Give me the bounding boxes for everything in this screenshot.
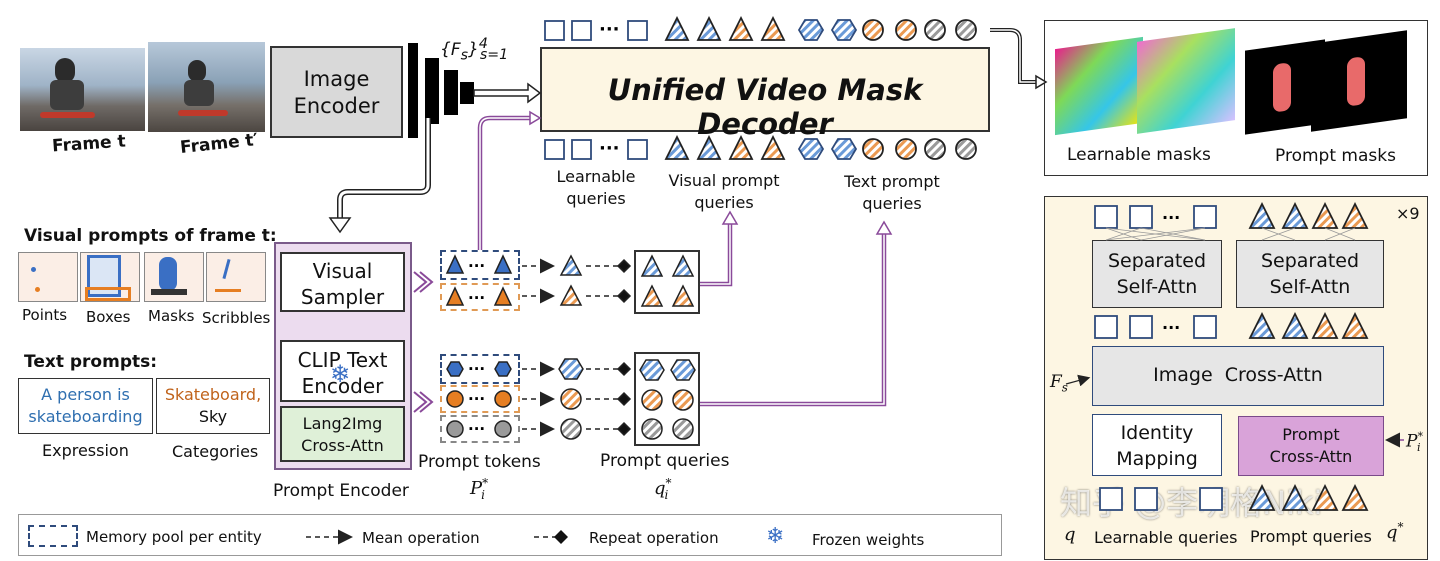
svg-text:···: ···: [599, 19, 620, 40]
memory-pool-orange-visual: [440, 283, 520, 311]
pi-label: P*i: [1406, 430, 1423, 455]
layer-bottom-tokens: [1099, 483, 1369, 511]
text-prompts-heading: Text prompts:: [24, 352, 158, 372]
legend-memory-pool-label: Memory pool per entity: [86, 528, 262, 546]
legend-mean-label: Mean operation: [362, 529, 480, 547]
boxes-label: Boxes: [86, 308, 131, 326]
boxes-thumbnail: [80, 252, 140, 302]
masks-thumbnail: [144, 252, 204, 302]
fs-arrow: [1065, 374, 1091, 387]
feature-bar-3: [444, 70, 458, 115]
expression-label: Expression: [42, 441, 129, 460]
queries-up-arrows: [700, 210, 893, 407]
unified-decoder-block: Unified Video Mask Decoder: [540, 47, 990, 141]
svg-text:···: ···: [468, 390, 485, 408]
svg-text:···: ···: [1162, 208, 1180, 227]
categories-box: Skateboard,Sky: [156, 378, 270, 434]
feature-bar-2: [425, 58, 439, 124]
layer-top-tokens: [1094, 201, 1369, 229]
scribbles-label: Scribbles: [202, 309, 271, 327]
feature-bar-4: [460, 82, 474, 104]
chevron-visual: [413, 271, 434, 293]
svg-text:···: ···: [1162, 318, 1180, 337]
svg-text:···: ···: [468, 289, 485, 307]
layer-learnable-queries-label: Learnable queries: [1094, 528, 1238, 547]
features-label: {Fs}4s=1: [440, 36, 509, 64]
masks-label: Masks: [148, 307, 195, 325]
learnable-masks-label: Learnable masks: [1067, 145, 1211, 165]
image-encoder-line2: Encoder: [293, 94, 380, 118]
points-thumbnail: [18, 252, 78, 302]
visual-prompt-tokens: [445, 254, 513, 306]
decoder-title: Unified Video Mask Decoder: [607, 73, 923, 141]
self-attn-connections: [1105, 227, 1356, 241]
legend-memory-pool-swatch: [28, 525, 78, 547]
chevron-text: [413, 391, 434, 413]
svg-text:···: ···: [599, 138, 620, 159]
memory-pool-orange-text: [440, 385, 520, 413]
frame-t-image: [20, 48, 145, 131]
visual-prompt-queries-box: [634, 250, 700, 314]
repeat-count: ×9: [1396, 204, 1420, 223]
memory-pool-blue-text: [440, 354, 520, 384]
prompt-queries-label: Prompt queries: [600, 451, 730, 471]
legend-box: [18, 514, 1002, 556]
text-prompt-tokens: [446, 361, 512, 438]
categories-label: Categories: [172, 442, 259, 461]
visual-sampler-to-decoder-arrow: [477, 115, 532, 250]
layer-mid-tokens: [1094, 311, 1369, 339]
legend-frozen-label: Frozen weights: [812, 531, 925, 549]
frame-t-prime-image: [148, 42, 265, 132]
legend-repeat-label: Repeat operation: [589, 529, 719, 547]
decoder-to-output-arrow: [990, 28, 1038, 84]
prompt-encoder-label: Prompt Encoder: [273, 481, 409, 501]
layer-prompt-queries-label: Prompt queries: [1250, 527, 1372, 546]
snowflake-icon: ❄: [330, 360, 351, 388]
encoder-to-decoder-arrow: [473, 82, 542, 104]
feature-bar-1: [408, 43, 418, 138]
prompt-tokens-label: Prompt tokens: [418, 452, 541, 472]
svg-text:···: ···: [468, 257, 485, 275]
image-encoder-line1: Image: [303, 67, 370, 91]
scribbles-thumbnail: [206, 252, 266, 302]
repeated-queries: [639, 254, 696, 440]
visual-prompts-heading: Visual prompts of frame t:: [24, 226, 277, 246]
svg-text:···: ···: [468, 420, 485, 438]
points-label: Points: [22, 306, 68, 324]
encoder-to-prompt-encoder-arrow: [328, 118, 431, 234]
fs-label: Fs: [1050, 372, 1068, 395]
image-cross-attn-block: Image Cross-Attn: [1092, 346, 1384, 406]
q-label: q: [1064, 524, 1076, 545]
q-star-label: q*: [1386, 520, 1404, 543]
bottom-query-row: [544, 134, 977, 160]
prompt-tokens-symbol: P*i: [470, 476, 489, 502]
memory-pool-blue-visual: [440, 250, 520, 280]
prompt-masks-label: Prompt masks: [1275, 146, 1396, 166]
memory-pool-gray-text: [440, 415, 520, 443]
top-query-row: [544, 15, 977, 41]
legend-frozen-icon: ❄: [766, 524, 785, 549]
output-masks-panel: Learnable masks Prompt masks: [1044, 20, 1428, 176]
text-prompt-queries-box: [634, 352, 700, 446]
mean-repeat-ops: [522, 254, 632, 440]
prompt-queries-symbol: q*i: [654, 476, 672, 502]
image-encoder-block: Image Encoder: [270, 46, 403, 138]
legend-repeat-diamond: [554, 530, 568, 544]
svg-text:···: ···: [468, 360, 485, 378]
